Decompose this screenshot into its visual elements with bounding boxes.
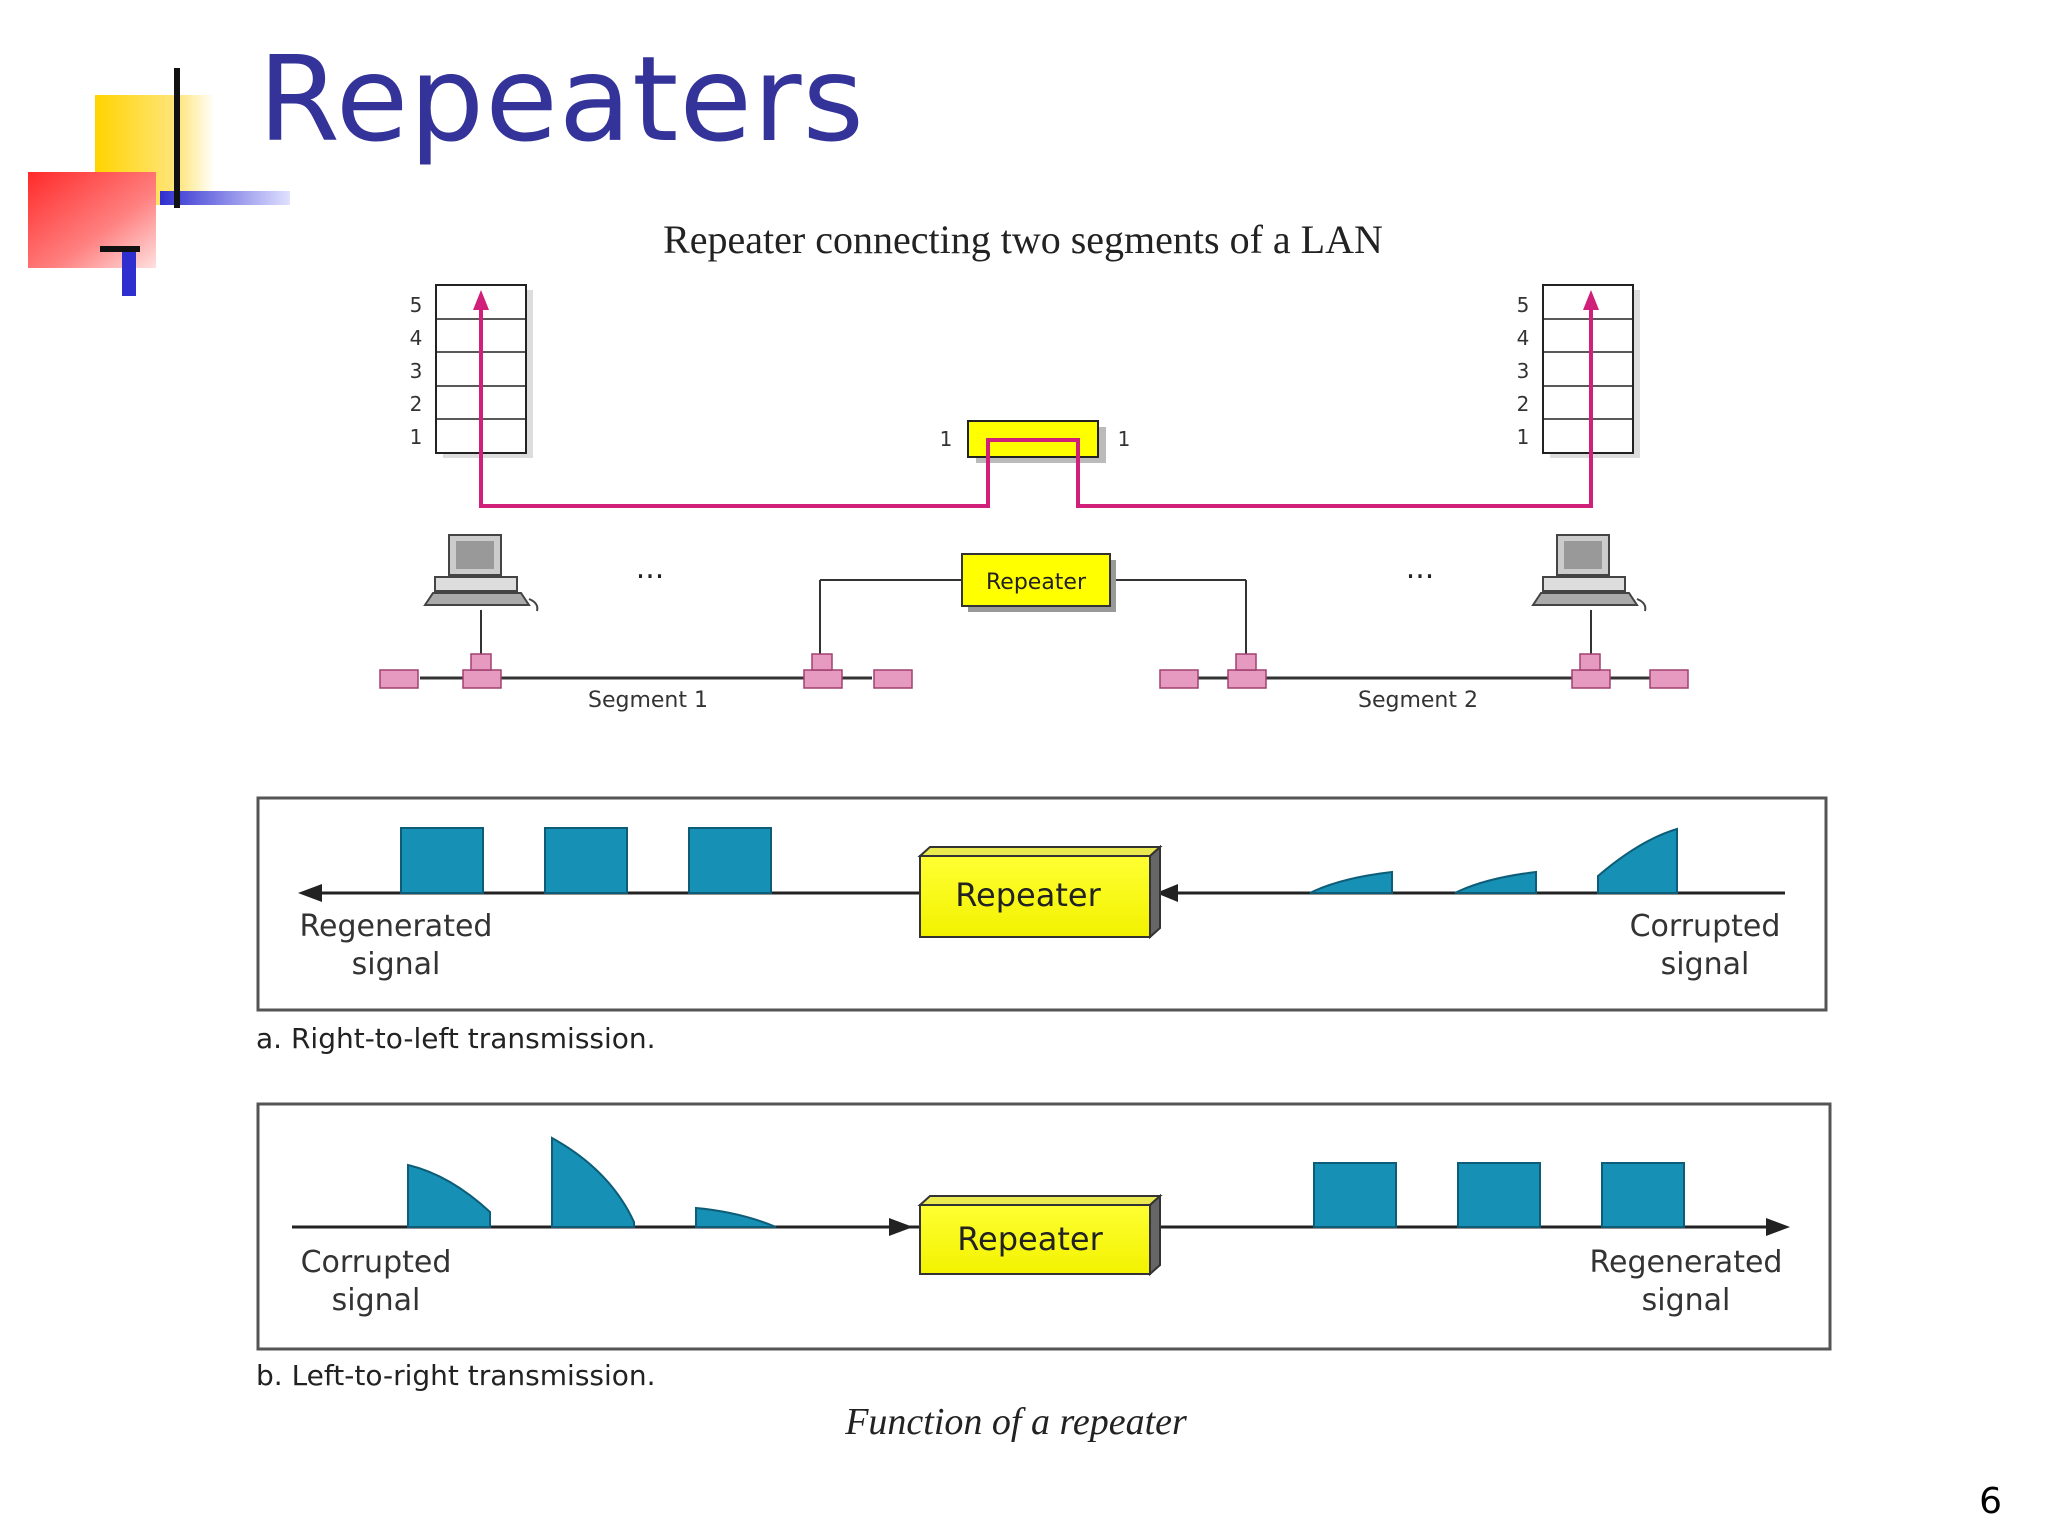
black-vertical-line bbox=[174, 68, 180, 208]
data-path bbox=[473, 290, 1599, 508]
corrupted-pulse bbox=[407, 1163, 491, 1228]
regenerated-label: signal bbox=[352, 947, 441, 982]
path-arrow-right bbox=[1583, 290, 1599, 310]
figure-caption: Function of a repeater bbox=[844, 1401, 1187, 1443]
corrupted-pulse bbox=[1309, 870, 1393, 894]
repeater-label: Repeater bbox=[986, 570, 1087, 595]
regenerated-pulse bbox=[1457, 1162, 1541, 1228]
repeater-device-b: Repeater bbox=[917, 1193, 1163, 1277]
path-line bbox=[479, 302, 1593, 508]
layer-label: 1 bbox=[410, 425, 423, 449]
panel-a-caption: a. Right-to-left transmission. bbox=[256, 1022, 656, 1055]
connector bbox=[462, 669, 502, 689]
blue-bar bbox=[160, 191, 290, 205]
black-tick bbox=[100, 246, 140, 252]
regenerated-pulse bbox=[688, 827, 772, 894]
blue-small-bar bbox=[122, 252, 136, 296]
panel-a-right-to-left: Repeater Regenerated signal Corrupted si… bbox=[256, 796, 1828, 1055]
terminator bbox=[1159, 669, 1199, 689]
regenerated-label: Regenerated bbox=[1590, 1245, 1783, 1280]
repeater-device: Repeater bbox=[819, 553, 1247, 660]
regenerated-pulse bbox=[400, 827, 484, 894]
layer-label: 1 bbox=[1517, 425, 1530, 449]
terminator bbox=[873, 669, 913, 689]
layer-label: 5 bbox=[410, 293, 423, 317]
regenerated-label: Regenerated bbox=[300, 909, 493, 944]
arrow-right-icon bbox=[889, 1218, 913, 1236]
corrupted-label: signal bbox=[332, 1283, 421, 1318]
regenerated-pulse bbox=[1601, 1162, 1685, 1228]
computer-icon bbox=[1531, 534, 1647, 612]
layer-label: 3 bbox=[410, 359, 423, 383]
left-protocol-stack: 5 4 3 2 1 bbox=[410, 284, 533, 458]
corrupted-label: Corrupted bbox=[1630, 909, 1781, 944]
repeater-rect bbox=[961, 553, 1111, 607]
corrupted-pulse bbox=[1454, 870, 1537, 894]
repeater-device-a: Repeater bbox=[917, 844, 1163, 940]
connector bbox=[1571, 669, 1611, 689]
page-number: 6 bbox=[1979, 1481, 2002, 1522]
arrow-left-icon bbox=[1156, 884, 1178, 902]
layer-label: 2 bbox=[1517, 392, 1530, 416]
regenerated-pulse bbox=[1313, 1162, 1397, 1228]
corrupted-label: Corrupted bbox=[301, 1245, 452, 1280]
segment-1-label: Segment 1 bbox=[588, 688, 708, 713]
right-protocol-stack: 5 4 3 2 1 bbox=[1517, 284, 1640, 458]
corrupted-label: signal bbox=[1661, 947, 1750, 982]
layer-label: 4 bbox=[410, 326, 423, 350]
repeater-layer-label-left: 1 bbox=[940, 427, 953, 451]
terminator bbox=[379, 669, 419, 689]
layer-label: 5 bbox=[1517, 293, 1530, 317]
slide-title: Repeaters bbox=[258, 30, 865, 168]
corrupted-pulse bbox=[551, 1136, 635, 1228]
corner-decoration bbox=[28, 68, 290, 296]
arrow-right-icon bbox=[1766, 1218, 1790, 1236]
segment-2: Segment 2 bbox=[1159, 610, 1689, 713]
corrupted-pulse bbox=[1597, 827, 1678, 894]
connector bbox=[1227, 669, 1267, 689]
connector bbox=[803, 669, 843, 689]
layer-label: 2 bbox=[410, 392, 423, 416]
segment-1: Segment 1 bbox=[379, 610, 913, 713]
terminator bbox=[1649, 669, 1689, 689]
layer-label: 3 bbox=[1517, 359, 1530, 383]
path-arrow-left bbox=[473, 290, 489, 310]
layer-label: 4 bbox=[1517, 326, 1530, 350]
corrupted-pulse bbox=[695, 1206, 777, 1228]
stack-box bbox=[1542, 284, 1634, 454]
arrow-left-icon bbox=[298, 884, 322, 902]
panel-b-caption: b. Left-to-right transmission. bbox=[256, 1359, 656, 1392]
regenerated-label: signal bbox=[1642, 1283, 1731, 1318]
lan-segment-diagram: Repeater connecting two segments of a LA… bbox=[379, 217, 1689, 713]
diagram-title: Repeater connecting two segments of a LA… bbox=[663, 217, 1383, 262]
ellipsis-right: ... bbox=[1406, 551, 1435, 586]
panel-b-left-to-right: Repeater Corrupted signal Regenerated si… bbox=[256, 1102, 1832, 1392]
repeater-label: Repeater bbox=[957, 1220, 1103, 1258]
computer-icon bbox=[423, 534, 539, 612]
repeater-layer-label-right: 1 bbox=[1118, 427, 1131, 451]
regenerated-pulse bbox=[544, 827, 628, 894]
repeater-label: Repeater bbox=[955, 876, 1101, 914]
segment-2-label: Segment 2 bbox=[1358, 688, 1478, 713]
red-square bbox=[28, 172, 156, 268]
ellipsis-left: ... bbox=[636, 551, 665, 586]
